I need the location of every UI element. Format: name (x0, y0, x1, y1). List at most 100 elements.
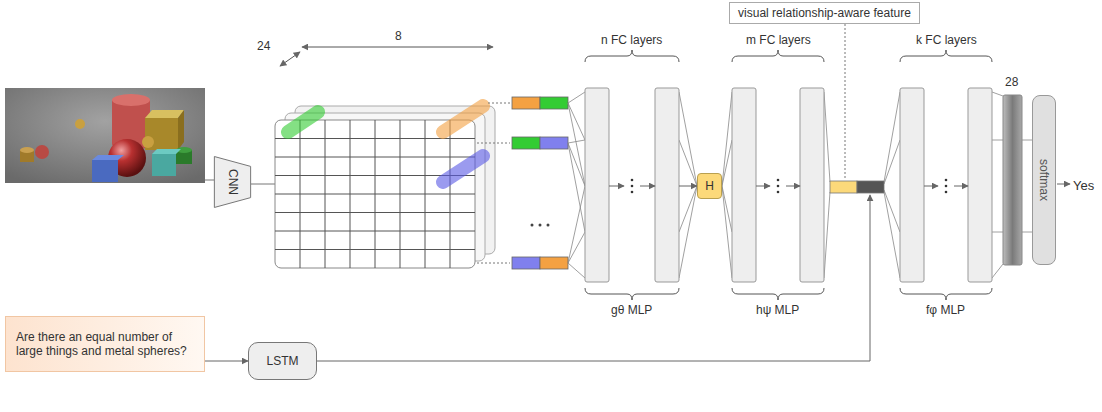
ellipsis-dots (547, 224, 550, 227)
dimension-arrow (302, 47, 493, 48)
vertical-dots (631, 179, 948, 194)
brace (585, 50, 992, 300)
feature-map (443, 106, 483, 132)
scene-photo (142, 136, 154, 148)
brace (900, 50, 992, 62)
feature-map (275, 249, 475, 250)
fc-layer (800, 88, 824, 282)
scene-photo (178, 110, 184, 150)
fan-line (568, 103, 585, 140)
feature-map (275, 120, 475, 268)
layer-arrow (679, 186, 697, 187)
scene-photo (5, 88, 205, 183)
answer-label: Yes (1073, 178, 1094, 194)
trapezoid-outline (214, 157, 250, 208)
scene-photo (35, 145, 49, 159)
object-pair (512, 137, 540, 149)
cnn-block: CNN (214, 156, 251, 208)
brace (732, 288, 824, 300)
leader-line (845, 24, 846, 179)
fan-line (679, 186, 697, 232)
scene-photo (112, 94, 150, 106)
fc-layer (732, 88, 756, 282)
layer-arrow (756, 186, 770, 187)
fan-line (568, 140, 585, 143)
feature-map (288, 112, 318, 132)
fan-line (679, 140, 697, 186)
concat-feature (830, 181, 857, 193)
feature-callout: visual relationship-aware feature (729, 2, 920, 24)
fan-line (884, 92, 900, 182)
fc-layer (585, 88, 609, 282)
fc-layer (585, 88, 992, 282)
connector-line (205, 180, 214, 181)
leader-line (477, 263, 510, 264)
connector-line (251, 184, 275, 185)
object-pair (540, 257, 568, 269)
fc-layer (655, 88, 679, 282)
fan-line (679, 186, 697, 278)
output-layer (1003, 95, 1022, 265)
fan-line (568, 92, 585, 103)
brace (585, 50, 679, 62)
feature-map (275, 120, 475, 268)
fan-line (884, 190, 900, 232)
vertical-dots (945, 191, 948, 194)
fan-line (992, 232, 1003, 233)
fc-layer (900, 88, 924, 282)
vertical-dots (631, 179, 634, 182)
question-box: Are there an equal number of large thing… (5, 316, 205, 372)
layer-arrow (1057, 184, 1070, 185)
feature-map (288, 106, 483, 182)
brace (900, 288, 992, 300)
output-layer (1003, 95, 1022, 265)
scene-photo (5, 88, 205, 183)
output-size-label: 28 (1005, 75, 1018, 89)
vertical-dots (631, 185, 634, 188)
lstm-box: LSTM (248, 342, 317, 380)
fan-line (992, 264, 1003, 278)
fan-line (992, 92, 1003, 96)
scene-photo (152, 154, 176, 176)
object-pair (540, 137, 568, 149)
layer-count-label: m FC layers (746, 33, 811, 47)
node-text: CNN (225, 169, 239, 195)
ellipsis-dots (531, 224, 550, 227)
fan-line (884, 192, 900, 278)
softmax-box: softmax (1032, 95, 1056, 265)
fc-layer (968, 88, 992, 282)
scene-photo (75, 119, 85, 129)
module-label: gθ MLP (611, 303, 652, 317)
feature-map (275, 194, 475, 195)
vertical-dots (777, 185, 780, 188)
vertical-dots (777, 191, 780, 194)
scene-photo (145, 110, 184, 118)
fan-line (1022, 140, 1032, 141)
scene-photo (92, 155, 124, 160)
ellipsis-dots (531, 224, 534, 227)
feature-map (275, 106, 495, 268)
fan-line (722, 140, 732, 186)
fan-line (722, 92, 732, 186)
brace (585, 288, 679, 300)
layer-arrow (786, 186, 800, 187)
fan-line (568, 143, 585, 232)
flow-arrow (205, 361, 248, 362)
fan-line (568, 232, 585, 263)
fan-line (679, 92, 697, 186)
fan-line (824, 192, 830, 278)
question-feature-line (317, 195, 870, 361)
question-feature-line (317, 195, 870, 361)
dimension-label: 8 (395, 29, 402, 43)
scene-photo (152, 149, 181, 154)
concat-feature (830, 181, 884, 193)
node-text: H (705, 179, 714, 193)
fan-line (992, 140, 1003, 141)
vertical-dots (631, 191, 634, 194)
fan-line (884, 140, 900, 184)
fan-line (1022, 232, 1032, 233)
module-label: hψ MLP (756, 303, 799, 317)
feature-map (275, 212, 475, 213)
